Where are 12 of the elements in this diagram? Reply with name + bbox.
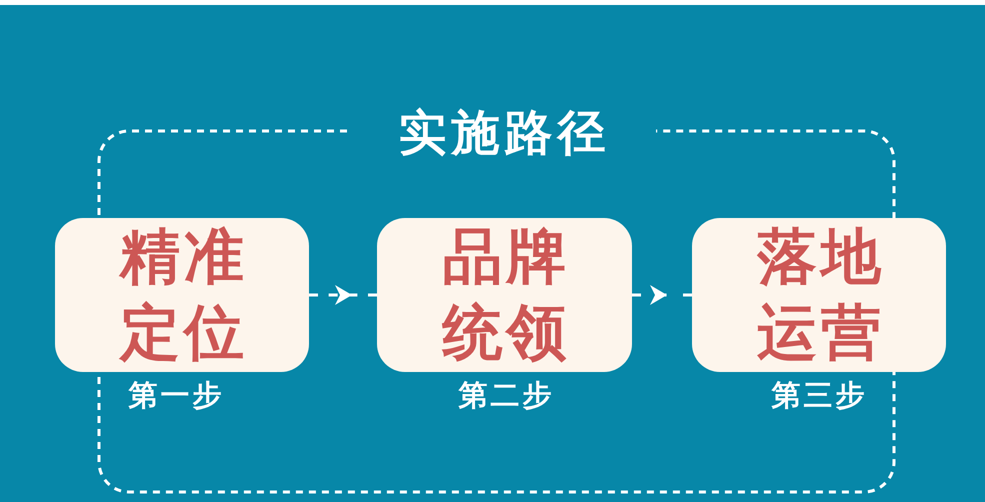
step-box xyxy=(692,218,946,372)
title: 实施路径 xyxy=(398,106,610,160)
step-label: 第一步 xyxy=(128,378,224,412)
dashed-arrow xyxy=(309,285,377,305)
step-label: 第二步 xyxy=(458,378,554,412)
step-box xyxy=(377,218,632,372)
dashed-arrow xyxy=(632,285,692,305)
step-title: 品牌统领 xyxy=(440,221,572,370)
step-title: 落地运营 xyxy=(756,221,886,370)
step-label: 第三步 xyxy=(770,378,868,412)
step-title: 精准定位 xyxy=(118,221,249,370)
step-box xyxy=(55,218,309,372)
